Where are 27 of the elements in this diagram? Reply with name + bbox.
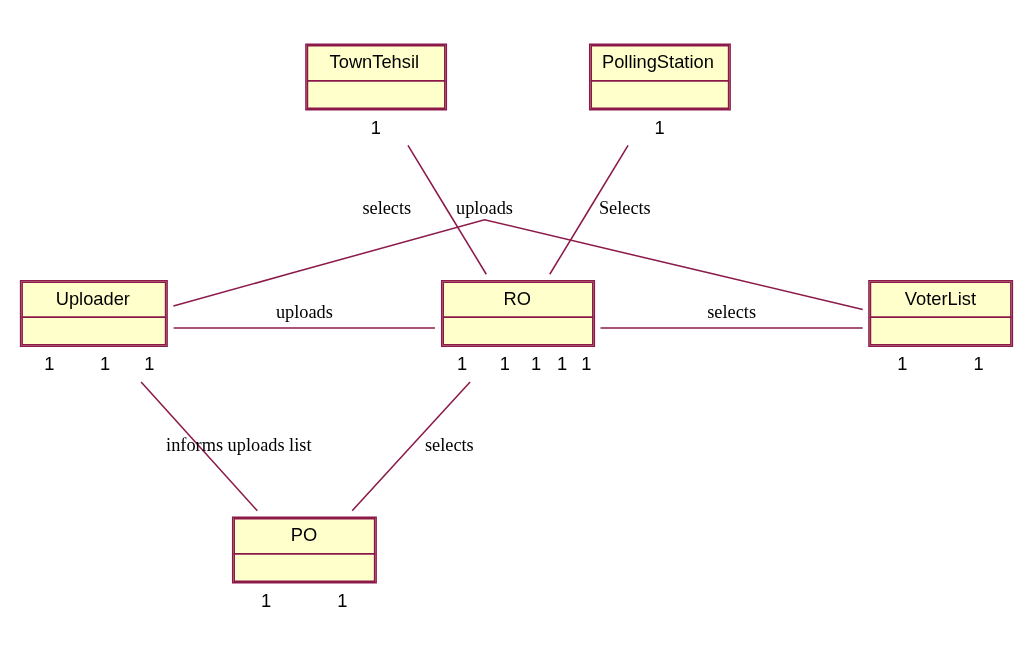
node-label: 1: [44, 352, 55, 374]
connector: [172, 326, 436, 329]
edge-label: Selects: [598, 197, 651, 218]
edge-label: selects: [424, 434, 474, 455]
node-label: 1: [260, 589, 272, 611]
connector: [172, 218, 864, 310]
connector: [140, 380, 259, 512]
node-label: 1: [337, 589, 348, 611]
connector: [351, 380, 471, 512]
node-label: 1: [456, 352, 468, 374]
connector: [599, 326, 864, 329]
connector: [549, 144, 629, 275]
node-label: 1: [144, 352, 155, 374]
edge-label: selects: [362, 197, 412, 218]
node-label: 1: [897, 352, 908, 374]
edge-label: uploads: [456, 197, 513, 218]
node-label: 1: [530, 352, 542, 374]
node-label: 1: [973, 352, 984, 374]
edge-label: selects: [707, 301, 757, 322]
edge-label: uploads: [275, 301, 333, 322]
node-label: 1: [654, 116, 665, 138]
connector: [407, 144, 488, 275]
node-label: 1: [581, 352, 592, 374]
node-label: 1: [556, 352, 568, 374]
node-label: 1: [99, 352, 111, 374]
node-label: 1: [499, 352, 510, 374]
node-label: 1: [370, 116, 381, 138]
